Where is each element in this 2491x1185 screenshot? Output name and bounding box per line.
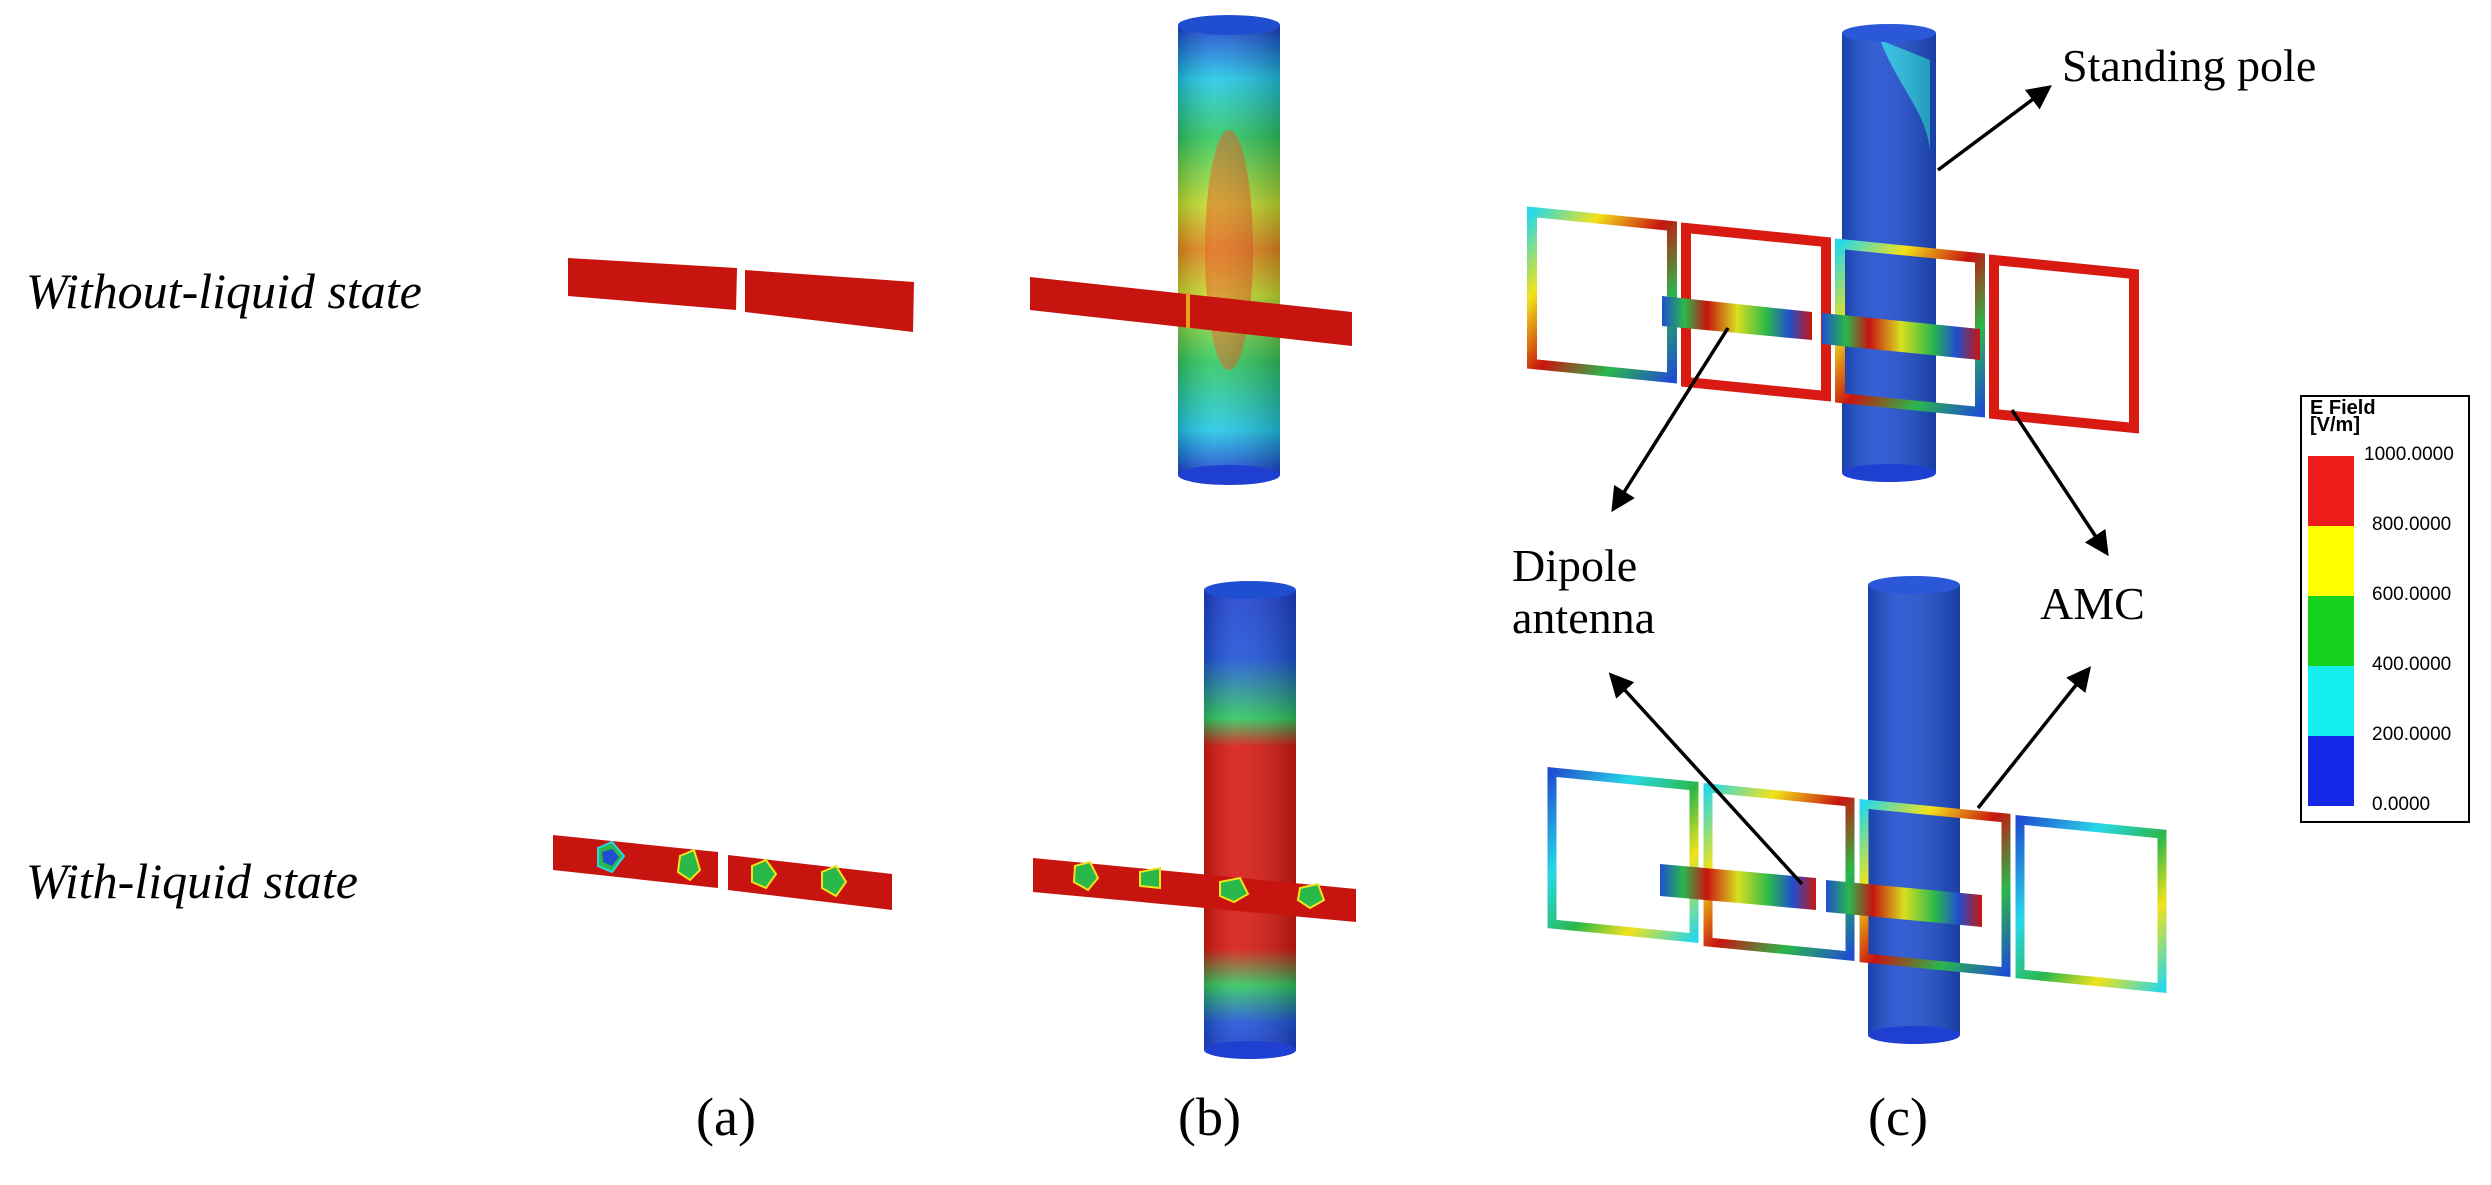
legend-band <box>2308 456 2354 526</box>
dipole-arm-left <box>1662 296 1812 340</box>
callout-arrows <box>1608 85 2109 886</box>
legend-color-bar <box>2308 456 2354 806</box>
pole-bottom <box>1842 464 1936 482</box>
legend-tick-label: 0.0000 <box>2372 794 2431 815</box>
pole-top <box>1868 576 1960 594</box>
field-hotspot <box>602 849 619 866</box>
legend-tick-label: 400.0000 <box>2372 654 2452 675</box>
field-hotspot <box>1219 876 1250 904</box>
legend-title: E Field [V/m] <box>2310 397 2376 436</box>
callout-dipole-line2: antenna <box>1512 591 1656 643</box>
pole-bottom <box>1178 465 1280 485</box>
dipole-arm-right <box>1826 880 1982 927</box>
panel-c-without-liquid <box>1527 24 2139 482</box>
pole-top <box>1178 15 1280 35</box>
row-label-without-liquid: Without-liquid state <box>26 263 422 319</box>
legend-title-line2: [V/m] <box>2310 414 2360 436</box>
dipole-strip <box>1030 277 1352 346</box>
legend-tick-label: 800.0000 <box>2372 514 2452 535</box>
dipole-arm-right <box>1822 313 1980 360</box>
callout-standing-pole: Standing pole <box>2062 40 2317 91</box>
legend-title-line1: E Field <box>2310 397 2376 419</box>
pole-top <box>1204 581 1296 599</box>
amc-ring-4 <box>1989 254 2139 434</box>
row-label-with-liquid: With-liquid state <box>26 853 358 909</box>
panel-label-b: (b) <box>1178 1087 1241 1147</box>
legend <box>2300 395 2470 823</box>
callout-dipole-line1: Dipole <box>1512 540 1638 591</box>
pole-bottom <box>1868 1026 1960 1044</box>
legend-band <box>2308 526 2354 596</box>
amc-ring-1 <box>1527 206 1677 384</box>
field-hotspot <box>751 858 778 890</box>
legend-tick-label: 200.0000 <box>2372 724 2452 745</box>
legend-band <box>2308 596 2354 666</box>
arrow-amc-top <box>2010 409 2109 557</box>
legend-band <box>2308 736 2354 806</box>
field-hotspot <box>1139 866 1161 890</box>
arrow-amc-bottom <box>1976 666 2092 810</box>
dipole-arm-left <box>553 835 718 888</box>
legend-tick-label: 1000.0000 <box>2364 444 2454 465</box>
amc-ring-4 <box>2015 815 2167 993</box>
panel-a-with-liquid-dipole <box>553 835 892 910</box>
panel-label-a: (a) <box>696 1087 756 1147</box>
callout-amc: AMC <box>2040 578 2145 629</box>
pole-bottom <box>1204 1041 1296 1059</box>
field-hotspot <box>676 848 702 882</box>
arrow-standing-pole <box>1936 85 2052 172</box>
pole-top <box>1842 24 1936 42</box>
dipole-arm-right <box>745 270 914 332</box>
legend-band <box>2308 666 2354 736</box>
arrow-dipole-bottom <box>1608 672 1804 886</box>
callout-dipole-antenna: Dipole antenna <box>1512 540 1655 643</box>
legend-tick-label: 600.0000 <box>2372 584 2452 605</box>
dipole-arm-left <box>1660 864 1816 910</box>
dipole-strip <box>1033 858 1356 922</box>
field-hotspot <box>821 864 848 898</box>
dipole-gap <box>1186 292 1190 328</box>
panel-a-without-liquid-dipole <box>568 258 914 332</box>
panel-b-with-liquid <box>1033 581 1356 1059</box>
pole-shading <box>1178 25 1280 475</box>
panel-c-with-liquid <box>1547 576 2167 1044</box>
amc-ring-3 <box>1835 238 1985 418</box>
amc-ring-2 <box>1681 222 1831 402</box>
field-hotspot <box>1072 860 1100 892</box>
amc-ring-1 <box>1547 767 1699 943</box>
dipole-arm-left <box>568 258 737 310</box>
field-hotspot <box>1296 882 1326 910</box>
panel-label-c: (c) <box>1868 1087 1928 1147</box>
pole-shading <box>1204 590 1296 1050</box>
panel-b-without-liquid <box>1030 15 1352 485</box>
arrow-dipole-top <box>1611 327 1730 513</box>
